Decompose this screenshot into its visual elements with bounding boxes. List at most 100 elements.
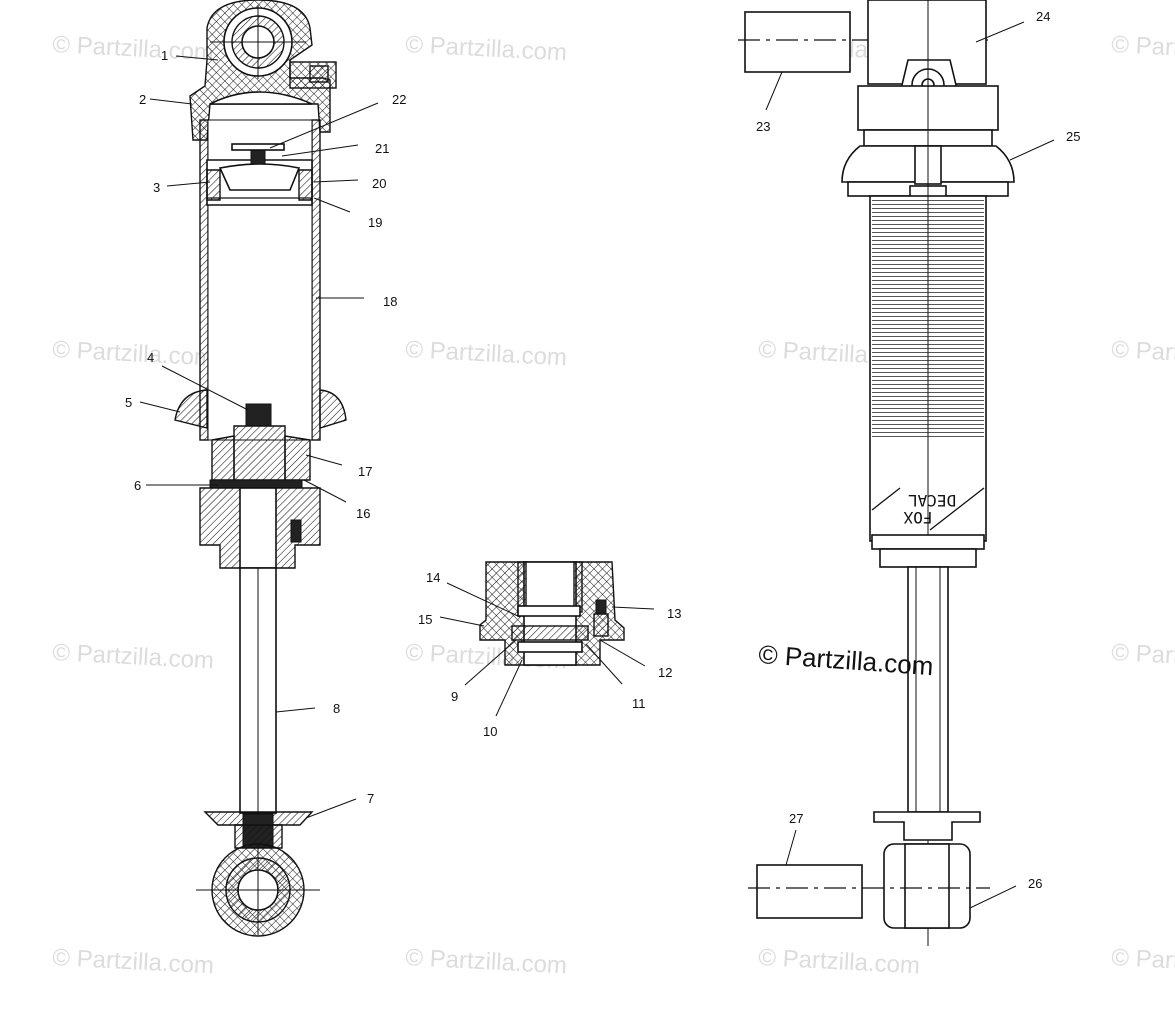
leader-19 bbox=[313, 197, 351, 213]
leader-9 bbox=[464, 639, 517, 686]
leader-12 bbox=[599, 639, 646, 667]
callout-8: 8 bbox=[333, 701, 340, 716]
bushing-bottom bbox=[756, 864, 863, 919]
callout-23: 23 bbox=[756, 119, 770, 134]
watermark: © Partzilla.com bbox=[405, 336, 568, 371]
callout-27: 27 bbox=[789, 811, 803, 826]
seal-head-wall-left bbox=[517, 561, 527, 613]
leader-8 bbox=[275, 707, 316, 713]
callout-7: 7 bbox=[367, 791, 374, 806]
callout-4: 4 bbox=[147, 350, 154, 365]
decal-stripe bbox=[871, 487, 901, 511]
callout-21: 21 bbox=[375, 141, 389, 156]
bottom-bumper bbox=[873, 811, 981, 841]
callout-2: 2 bbox=[139, 92, 146, 107]
callout-13: 13 bbox=[667, 606, 681, 621]
decal-text-bottom: FOX bbox=[903, 508, 932, 527]
callout-12: 12 bbox=[658, 665, 672, 680]
seal-ring-upper bbox=[517, 605, 581, 617]
decal-text-top: DECAL bbox=[908, 491, 956, 510]
watermark: © Partzilla.com bbox=[52, 31, 215, 66]
assembled-shock: DECAL FOX bbox=[738, 0, 1015, 946]
valve-core bbox=[309, 65, 329, 83]
callout-24: 24 bbox=[1036, 9, 1050, 24]
leader-22 bbox=[269, 102, 379, 149]
leader-15 bbox=[439, 616, 485, 627]
reservoir-wall-right bbox=[311, 119, 321, 441]
bottom-eye-inner bbox=[904, 843, 950, 929]
callout-20: 20 bbox=[372, 176, 386, 191]
watermark: © Partzilla.com bbox=[1111, 639, 1175, 674]
leader-14 bbox=[446, 582, 521, 618]
piston-seal-left bbox=[206, 169, 221, 201]
bleed-washer bbox=[231, 143, 285, 151]
cap-dome bbox=[209, 91, 313, 105]
callout-26: 26 bbox=[1028, 876, 1042, 891]
seal-head-washer bbox=[209, 479, 303, 489]
leader-23 bbox=[765, 71, 783, 111]
watermark: © Partzilla.com bbox=[1111, 31, 1175, 66]
watermark: © Partzilla.com bbox=[758, 944, 921, 979]
piston-seal-right bbox=[298, 169, 313, 201]
callout-17: 17 bbox=[358, 464, 372, 479]
watermark: © Partzilla.com bbox=[405, 31, 568, 66]
leader-13 bbox=[611, 606, 655, 610]
leader-21 bbox=[281, 144, 359, 157]
callout-labels: 1 2 3 4 5 6 7 8 9 10 11 12 13 14 15 16 1… bbox=[125, 9, 1080, 891]
callout-16: 16 bbox=[356, 506, 370, 521]
callout-15: 15 bbox=[418, 612, 432, 627]
leader-25 bbox=[1009, 139, 1055, 161]
leader-17 bbox=[305, 454, 343, 466]
piston-nut bbox=[245, 403, 272, 427]
shock-cross-section bbox=[174, 0, 347, 937]
leader-1 bbox=[175, 55, 219, 61]
leader-4 bbox=[161, 365, 249, 411]
leader-3 bbox=[166, 181, 211, 187]
callout-14: 14 bbox=[426, 570, 440, 585]
callout-9: 9 bbox=[451, 689, 458, 704]
leader-26 bbox=[969, 885, 1017, 909]
fox-decal: DECAL FOX bbox=[871, 487, 985, 531]
callout-11: 11 bbox=[632, 696, 646, 711]
bump-stop-left bbox=[174, 389, 208, 429]
leader-2 bbox=[149, 98, 193, 105]
leader-16 bbox=[303, 479, 347, 503]
leader-20 bbox=[313, 179, 359, 183]
lower-cap-base bbox=[879, 548, 977, 568]
watermark: © Partzilla.com bbox=[52, 336, 215, 371]
leader-11 bbox=[585, 643, 623, 685]
seal-head-bore bbox=[239, 487, 277, 569]
bottom-eye-neck bbox=[234, 824, 283, 849]
watermark: © Partzilla.com bbox=[1111, 336, 1175, 371]
seal-head-wall-right bbox=[573, 561, 583, 613]
seal-ring-lower bbox=[517, 641, 583, 653]
callout-19: 19 bbox=[368, 215, 382, 230]
watermark: © Partzilla.com bbox=[405, 944, 568, 979]
leader-lines bbox=[139, 21, 1055, 909]
seal-head-detail bbox=[479, 561, 625, 666]
lower-cap bbox=[871, 534, 985, 550]
callout-22: 22 bbox=[392, 92, 406, 107]
watermark: © Partzilla.com bbox=[1111, 944, 1175, 979]
right-shaft bbox=[907, 566, 949, 813]
seal-head-oring bbox=[290, 519, 302, 543]
bump-stop-right bbox=[319, 389, 347, 429]
callout-10: 10 bbox=[483, 724, 497, 739]
watermark: © Partzilla.com bbox=[52, 639, 215, 674]
callout-3: 3 bbox=[153, 180, 160, 195]
callout-18: 18 bbox=[383, 294, 397, 309]
leader-7 bbox=[305, 798, 357, 819]
leader-5 bbox=[139, 401, 181, 413]
decal-stripe bbox=[929, 487, 985, 531]
leader-10 bbox=[495, 659, 523, 717]
watermark: © Partzilla.com bbox=[52, 944, 215, 979]
leader-27 bbox=[785, 829, 797, 866]
seal-head-valve bbox=[595, 599, 607, 615]
bushing-top bbox=[744, 11, 851, 73]
shim-stack-left bbox=[211, 435, 235, 481]
callout-1: 1 bbox=[161, 48, 168, 63]
shim-stack-right bbox=[284, 435, 311, 481]
seal-ring bbox=[511, 625, 589, 641]
callout-5: 5 bbox=[125, 395, 132, 410]
